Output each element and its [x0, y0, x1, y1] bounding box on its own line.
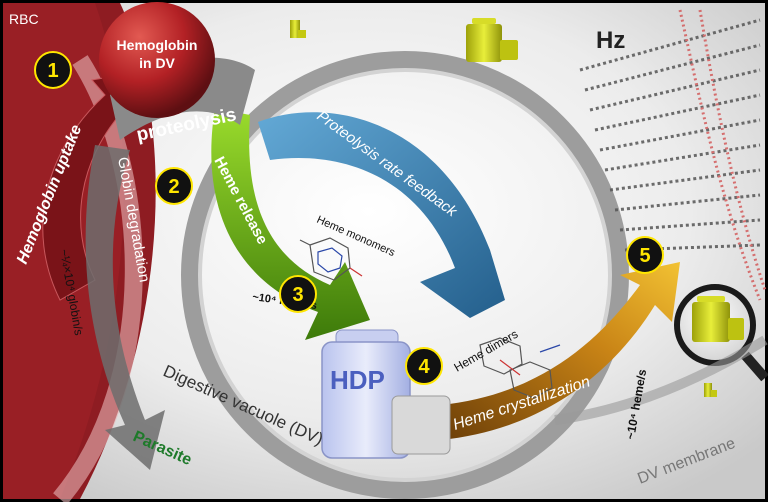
magnifier	[674, 284, 768, 382]
heme-dimer-molecule	[479, 337, 561, 399]
svg-text:4: 4	[418, 356, 430, 378]
step-badge-5: 5	[626, 236, 664, 274]
hemoglobin-dv-line1: Hemoglobin	[117, 37, 198, 53]
yellow-can-small	[290, 20, 306, 38]
hemoglobin-dv-line2: in DV	[139, 55, 175, 71]
svg-text:5: 5	[639, 245, 650, 267]
yellow-can-large	[466, 18, 518, 62]
step-badge-3: 3	[279, 275, 317, 313]
yellow-can-tiny	[704, 383, 717, 397]
svg-text:2: 2	[168, 176, 179, 198]
hdp-protein	[321, 329, 451, 459]
hz-label: Hz	[596, 27, 625, 54]
proteolysis-feedback-arrow	[258, 112, 505, 318]
dv-ring-highlight	[198, 68, 612, 482]
rbc-label: RBC	[9, 11, 39, 27]
hemoglobin-sphere	[99, 2, 215, 118]
step-badge-4: 4	[405, 347, 443, 385]
dv-membrane-arc	[554, 335, 768, 425]
step-badge-2: 2	[155, 167, 193, 205]
heme-crystallization-arrow	[440, 262, 680, 440]
globin-degradation-arrow	[85, 145, 165, 470]
hdp-label: HDP	[330, 365, 385, 395]
heme-monomer-molecule	[299, 237, 363, 281]
svg-text:3: 3	[292, 284, 303, 306]
hz-crystal	[579, 9, 767, 301]
svg-text:1: 1	[47, 60, 58, 82]
step-badge-1: 1	[34, 51, 72, 89]
